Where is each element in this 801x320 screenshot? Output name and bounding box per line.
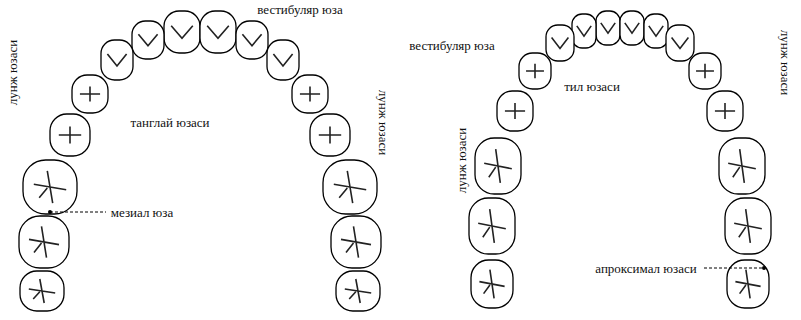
tooth xyxy=(200,11,236,53)
fissure xyxy=(735,270,760,299)
tooth xyxy=(323,160,377,214)
fissure xyxy=(479,270,504,299)
surface-label: лунж юзаси xyxy=(456,127,469,193)
surface-label: апроксимал юзаси xyxy=(595,262,696,275)
tooth xyxy=(707,91,743,131)
tooth xyxy=(164,11,200,53)
tooth xyxy=(475,138,521,194)
tooth xyxy=(519,53,551,89)
tooth xyxy=(546,25,574,61)
tooth xyxy=(471,260,513,308)
fissure xyxy=(207,26,229,39)
fissure xyxy=(300,86,320,101)
tooth xyxy=(132,21,164,59)
fissure xyxy=(242,34,261,45)
tooth xyxy=(666,25,694,61)
fissure xyxy=(345,279,371,303)
surface-label: тил юзаси xyxy=(564,80,620,93)
fissure xyxy=(319,127,341,144)
tooth xyxy=(292,75,328,113)
fissure xyxy=(696,64,714,78)
surface-label: мезиал юза xyxy=(111,206,174,219)
fissure xyxy=(478,209,506,243)
fissure xyxy=(484,149,512,183)
surface-label: лунж юзаси xyxy=(378,89,391,155)
fissure xyxy=(601,23,615,33)
tooth xyxy=(20,271,64,311)
tooth xyxy=(572,14,596,48)
tooth xyxy=(336,271,380,311)
fissure xyxy=(334,171,366,203)
fissure xyxy=(577,26,591,36)
fissure xyxy=(526,64,544,78)
tooth xyxy=(267,40,299,80)
leader-line xyxy=(704,268,764,269)
fissure xyxy=(138,34,157,45)
fissure xyxy=(29,226,59,257)
tooth xyxy=(644,14,668,48)
fissure xyxy=(625,23,639,33)
tooth xyxy=(469,198,515,254)
fissure xyxy=(672,38,689,49)
fissure xyxy=(734,209,762,243)
tooth xyxy=(727,260,769,308)
fissure xyxy=(341,226,371,257)
fissure xyxy=(649,26,663,36)
fissure xyxy=(715,103,735,119)
fissure xyxy=(171,26,193,39)
tooth xyxy=(331,216,381,268)
tooth xyxy=(72,75,108,113)
tooth xyxy=(689,53,721,89)
tooth xyxy=(719,138,765,194)
tooth xyxy=(19,216,69,268)
fissure xyxy=(80,86,100,101)
fissure xyxy=(34,171,66,203)
fissure xyxy=(107,54,126,66)
surface-label: вестибуляр юза xyxy=(257,3,342,16)
fissure xyxy=(552,38,569,49)
fissure xyxy=(505,103,525,119)
fissure xyxy=(273,54,292,66)
tooth xyxy=(50,114,90,156)
tooth xyxy=(725,198,771,254)
tooth xyxy=(23,160,77,214)
tooth xyxy=(497,91,533,131)
leader-line xyxy=(50,212,106,213)
leader-dot xyxy=(762,266,766,270)
surface-label: вестибуляр юза xyxy=(409,39,494,52)
fissure xyxy=(29,279,55,303)
tooth xyxy=(236,21,268,59)
tooth xyxy=(620,11,644,45)
teeth-illustration xyxy=(19,11,771,311)
fissure xyxy=(59,127,81,144)
surface-label: лунж юзаси xyxy=(780,29,793,95)
fissure xyxy=(728,149,756,183)
tooth xyxy=(101,40,133,80)
surface-label: танглай юзаси xyxy=(130,116,209,129)
leader-dot xyxy=(48,210,52,214)
tooth xyxy=(596,11,620,45)
surface-label: лунж юзаси xyxy=(7,39,20,105)
tooth xyxy=(310,114,350,156)
